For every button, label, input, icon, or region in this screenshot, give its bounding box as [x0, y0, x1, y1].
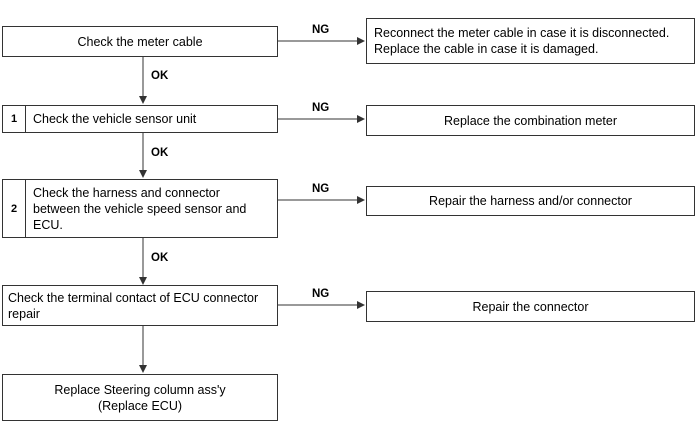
result-text: Reconnect the meter cable in case it is …: [374, 26, 670, 56]
ng-label-3: NG: [312, 183, 330, 195]
step-text: Check the terminal contact of ECU connec…: [8, 290, 259, 321]
step-text: Replace Steering column ass'y (Replace E…: [54, 382, 226, 413]
result-replace-combination-meter: Replace the combination meter: [366, 105, 695, 136]
step-text: Check the vehicle sensor unit: [33, 112, 197, 126]
ng-label-1: NG: [312, 24, 330, 36]
step-text: Check the meter cable: [77, 34, 203, 49]
ok-label-2: OK: [151, 147, 169, 159]
result-repair-connector: Repair the connector: [366, 291, 695, 322]
result-text: Repair the connector: [472, 299, 589, 314]
step-check-terminal-contact: Check the terminal contact of ECU connec…: [2, 285, 278, 326]
result-repair-harness-connector: Repair the harness and/or connector: [366, 186, 695, 216]
step-number: 2: [3, 180, 26, 237]
result-reconnect-meter-cable: Reconnect the meter cable in case it is …: [366, 18, 695, 64]
step-2-check-harness: 2 Check the harness and connector betwee…: [2, 179, 278, 238]
result-text: Replace the combination meter: [443, 113, 617, 128]
step-replace-steering-column: Replace Steering column ass'y (Replace E…: [2, 374, 278, 421]
step-text: Check the harness and connector between …: [33, 185, 247, 232]
step-number: 1: [3, 106, 26, 132]
step-1-check-vehicle-sensor: 1 Check the vehicle sensor unit: [2, 105, 278, 133]
result-text: Repair the harness and/or connector: [429, 194, 632, 208]
ok-label-3: OK: [151, 252, 169, 264]
ng-label-2: NG: [312, 102, 330, 114]
ng-label-4: NG: [312, 288, 330, 300]
step-check-meter-cable: Check the meter cable: [2, 26, 278, 57]
ok-label-1: OK: [151, 70, 169, 82]
